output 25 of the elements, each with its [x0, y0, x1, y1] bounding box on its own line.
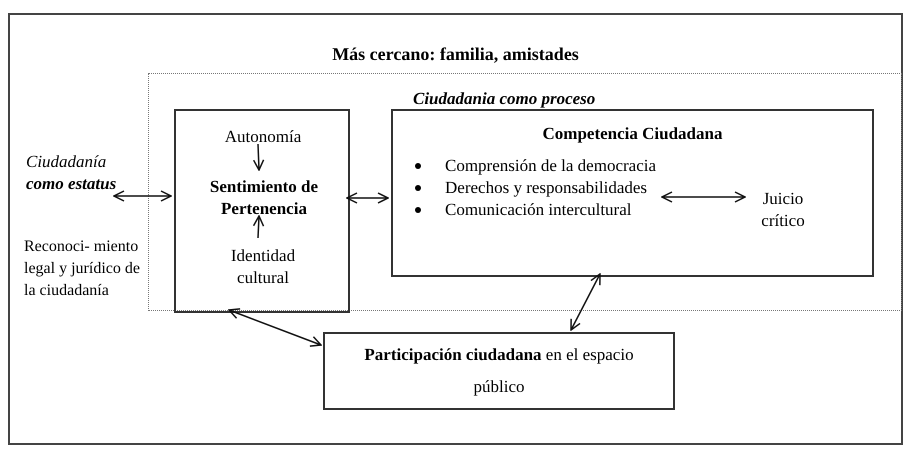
double-arrow	[252, 215, 264, 238]
node-text-line: Identidad cultural	[230, 245, 296, 289]
double-arrow	[228, 308, 322, 347]
box-heading: Competencia Ciudadana	[542, 123, 724, 145]
list-item: Comprensión de la democracia	[445, 155, 656, 177]
box-text: Participación ciudadana en el espacio público	[363, 344, 635, 398]
list-item: Derechos y responsabilidades	[445, 177, 648, 199]
node-text-line: Autonomía	[224, 126, 302, 148]
region-heading: Ciudadania como proceso	[413, 88, 596, 110]
node-text-line: Juicio crítico	[760, 188, 806, 232]
list-item: Comunicación intercultural	[445, 199, 632, 221]
double-arrow	[570, 273, 601, 331]
process-box	[323, 332, 675, 410]
dotted-region	[148, 73, 902, 311]
outer-frame	[8, 13, 903, 445]
process-box	[174, 109, 350, 313]
double-arrow	[661, 191, 746, 203]
process-box	[391, 109, 874, 277]
double-arrow	[252, 144, 264, 171]
frame-heading: Más cercano: familia, amistades	[331, 43, 580, 66]
side-note: Reconoci- miento legal y jurídico de la ciudadanía	[24, 237, 140, 301]
node-text-line: Sentimiento de Pertenencia	[208, 176, 320, 220]
double-arrow	[346, 192, 389, 204]
node-text-line: Ciudadanía como estatus	[26, 151, 118, 195]
double-arrow	[113, 190, 172, 202]
